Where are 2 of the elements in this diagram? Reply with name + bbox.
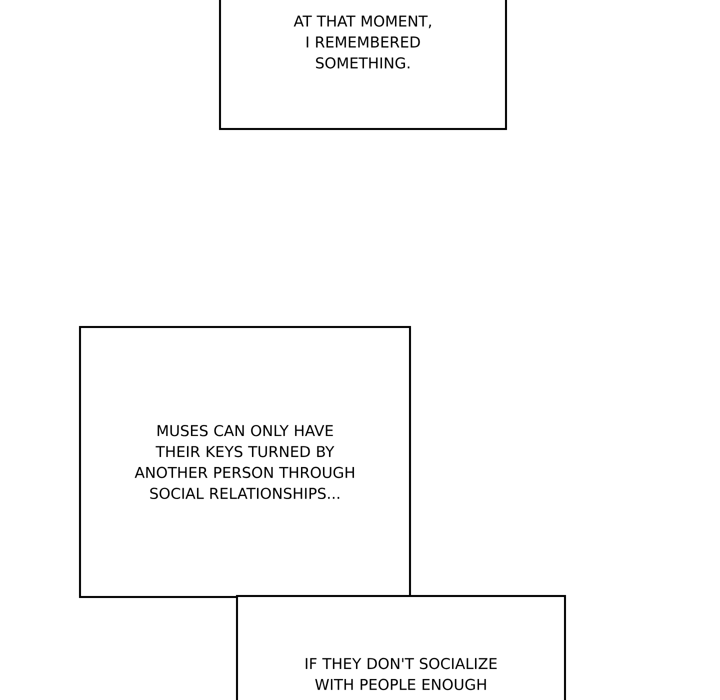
caption-box: AT THAT MOMENT, I REMEMBERED SOMETHING. (219, 0, 507, 130)
caption-box: IF THEY DON'T SOCIALIZE WITH PEOPLE ENOUGH (236, 595, 566, 700)
